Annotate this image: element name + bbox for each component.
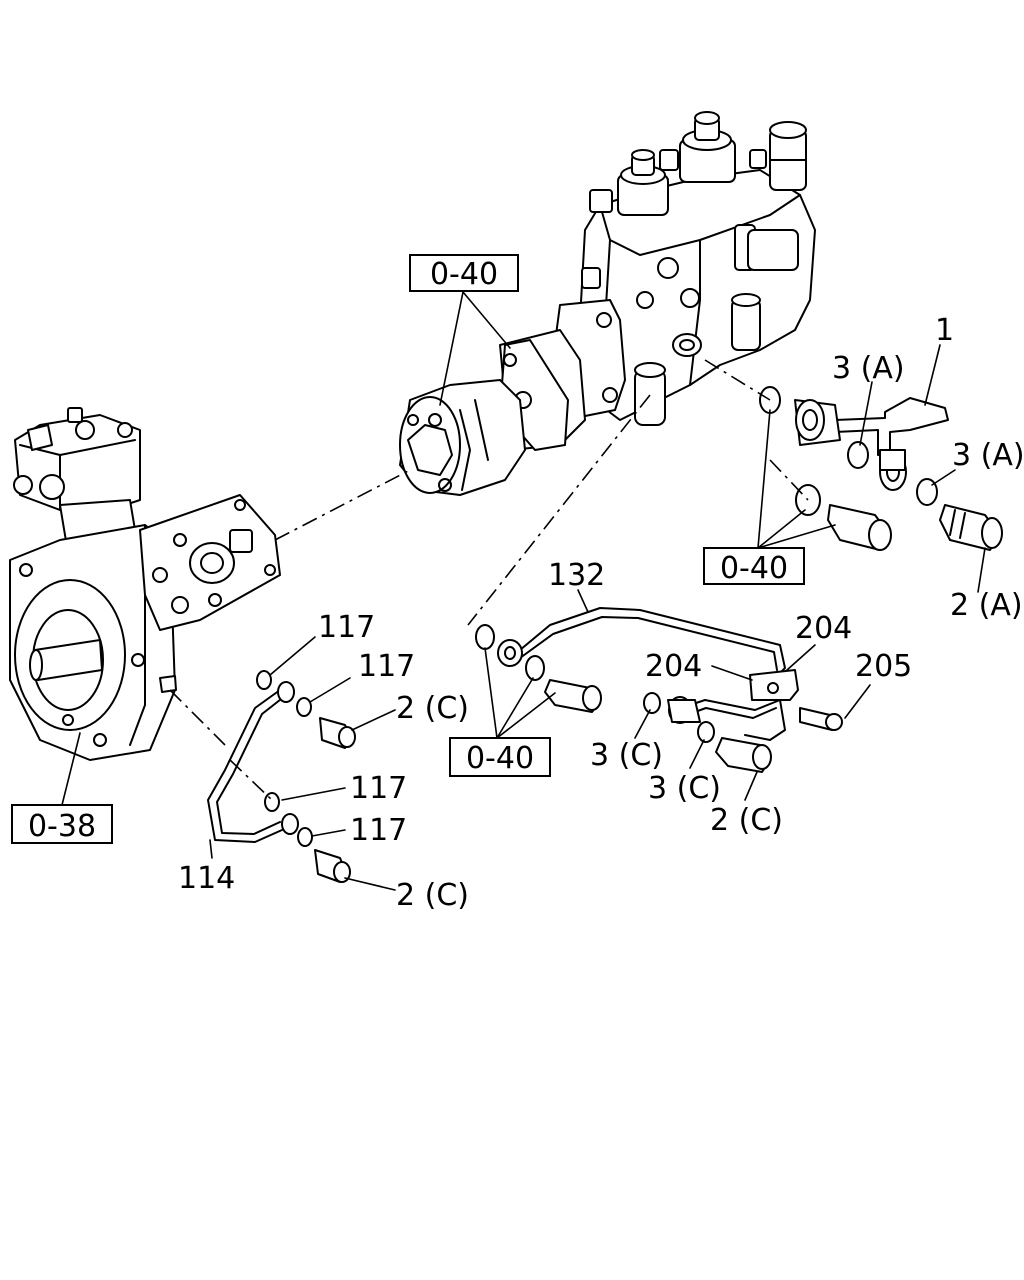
washer [643, 692, 661, 714]
washer [475, 624, 495, 650]
air-compressor [9, 407, 281, 761]
washer [525, 655, 545, 681]
eye-bolt-2a [939, 504, 1003, 551]
callout-204: 204 [795, 611, 852, 646]
callout-117: 117 [358, 649, 415, 684]
bolt-205 [799, 707, 843, 731]
ref-box-label: 0-38 [28, 809, 96, 844]
ref-box-mid: 0-40 [449, 737, 551, 777]
pump-head-1 [617, 149, 669, 216]
washer [296, 697, 312, 717]
injection-pump [549, 111, 816, 426]
callout-3c: 3 (C) [648, 771, 721, 806]
pipe-204 [667, 696, 786, 741]
callout-117: 117 [350, 813, 407, 848]
callout-2a: 2 (A) [950, 588, 1023, 623]
callout-132: 132 [548, 558, 605, 593]
callout-2c: 2 (C) [396, 878, 469, 913]
callout-3a: 3 (A) [952, 438, 1024, 473]
callout-2c: 2 (C) [710, 803, 783, 838]
pump-head-2 [679, 111, 736, 183]
callout-117: 117 [318, 610, 375, 645]
drive-coupling [399, 329, 586, 496]
centerlines [169, 359, 809, 801]
ref-box-left: 0-38 [11, 804, 113, 844]
eye-bolt-2c-right [715, 737, 772, 773]
callout-205: 205 [855, 649, 912, 684]
callout-1: 1 [935, 313, 954, 348]
bolt-2c-1 [319, 717, 356, 749]
washer [847, 441, 869, 469]
callout-114: 114 [178, 861, 235, 896]
pipe-132 [497, 607, 799, 701]
washer [264, 792, 280, 812]
ref-box-top: 0-40 [409, 254, 519, 292]
washer [256, 670, 272, 690]
ref-box-right: 0-40 [703, 547, 805, 586]
eye-bolt-mid [544, 679, 602, 713]
eye-bolt-040 [827, 504, 892, 551]
bolt-2c-2 [314, 849, 351, 883]
ref-box-label: 0-40 [466, 741, 534, 776]
callout-3c: 3 (C) [590, 738, 663, 773]
pipe-assembly-1 [794, 397, 949, 491]
callout-3a: 3 (A) [832, 351, 905, 386]
pipe-114 [207, 681, 299, 843]
washer [697, 721, 715, 743]
ref-box-label: 0-40 [430, 257, 498, 292]
callout-204: 204 [645, 649, 702, 684]
callout-2c: 2 (C) [396, 691, 469, 726]
washer [297, 827, 313, 847]
callout-117: 117 [350, 771, 407, 806]
pump-head-3 [769, 121, 807, 191]
ref-box-label: 0-40 [720, 551, 788, 586]
leader-lines [61, 291, 986, 891]
